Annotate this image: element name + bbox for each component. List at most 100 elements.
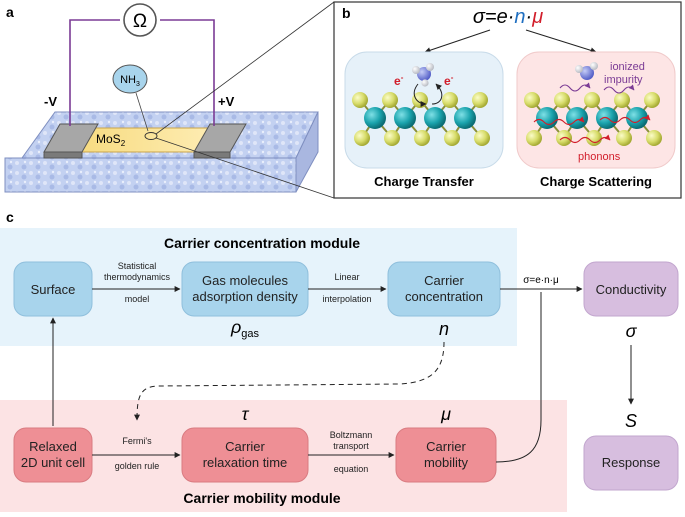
mobility-line2: mobility (424, 455, 469, 470)
molybdenum-atom (536, 107, 558, 129)
relaxed-line1: Relaxed (29, 439, 77, 454)
panel-a-label: a (6, 4, 14, 20)
relaxed-line2: 2D unit cell (21, 455, 85, 470)
sulfur-atom (644, 92, 660, 108)
panel-b-label: b (342, 5, 351, 21)
sigma-symbol: σ (626, 321, 638, 341)
stat-label-line3: model (125, 294, 150, 304)
conductivity-label: Conductivity (596, 282, 667, 297)
linear-label-line2: interpolation (322, 294, 371, 304)
ionized-label-line2: impurity (604, 74, 643, 86)
molybdenum-atom (626, 107, 648, 129)
molybdenum-atom (364, 107, 386, 129)
panel-a: a Ω NH3 MoS2 -V +V (4, 1, 335, 199)
fermi-line1: Fermi's (122, 436, 152, 446)
phonons-label: phonons (578, 151, 621, 163)
lattice-transfer (352, 92, 490, 146)
sulfur-atom (472, 92, 488, 108)
relaxation-line1: Carrier (225, 439, 265, 454)
s-symbol: S (625, 411, 637, 431)
linear-label-line1: Linear (334, 272, 359, 282)
ohmmeter (123, 3, 157, 37)
nh3-pointer (135, 92, 149, 132)
conductivity-box (583, 261, 679, 317)
n-symbol: n (439, 319, 449, 339)
relaxation-line2: relaxation time (203, 455, 288, 470)
concentration-module-title: Carrier concentration module (164, 235, 360, 251)
panel-c: c Carrier concentration module Carrier m… (0, 209, 679, 512)
formula-label: σ=e·n·μ (523, 275, 559, 286)
conductivity-formula: σ=e·n·μ (473, 6, 543, 28)
positive-voltage-label: +V (218, 94, 235, 109)
response-label: Response (602, 455, 661, 470)
sulfur-atom (352, 92, 368, 108)
sulfur-atom (554, 92, 570, 108)
electron-right-label: e- (444, 73, 454, 88)
arrow-to-scattering (525, 29, 597, 54)
sulfur-atom (614, 92, 630, 108)
negative-voltage-label: -V (44, 94, 57, 109)
rho-gas-symbol: ρgas (230, 317, 260, 340)
charge-scattering-title: Charge Scattering (540, 174, 652, 189)
wire-right (160, 19, 215, 126)
stat-label-line2: thermodynamics (104, 272, 171, 282)
carrier-mobility-box (395, 427, 497, 483)
sulfur-atom (354, 130, 370, 146)
wire-left (69, 19, 120, 126)
tau-symbol: τ (242, 404, 250, 424)
mu-symbol: μ (440, 404, 451, 424)
boltz-line1: Boltzmann (330, 430, 373, 440)
substrate-front-face (4, 157, 297, 193)
sulfur-atom (382, 92, 398, 108)
mos2-label: MoS2 (96, 132, 126, 148)
fermi-line2: golden rule (115, 461, 160, 471)
sulfur-atom (384, 130, 400, 146)
sulfur-atom (444, 130, 460, 146)
ohm-symbol: Ω (133, 11, 147, 32)
electron-transfer-arrow-left (413, 83, 427, 107)
electron-left-label: e- (394, 73, 404, 88)
charge-transfer-title: Charge Transfer (374, 174, 474, 189)
mobility-line1: Carrier (426, 439, 466, 454)
mobility-module-title: Carrier mobility module (183, 490, 340, 506)
impurity-wave-left (559, 82, 591, 92)
sulfur-atom (526, 130, 542, 146)
molybdenum-atom (566, 107, 588, 129)
boltz-line2: transport (333, 441, 369, 451)
sulfur-atom (474, 130, 490, 146)
sulfur-atom (646, 130, 662, 146)
zoom-line-bottom (155, 137, 335, 199)
dashed-feedback-arrow (134, 341, 445, 421)
phonon-wave-2 (599, 114, 651, 124)
carrier-concentration-line2: concentration (405, 289, 483, 304)
stat-label-line1: Statistical (118, 261, 157, 271)
sulfur-atom (584, 92, 600, 108)
ionized-label-line1: ionized (610, 61, 645, 73)
nh3-scattering-molecule (575, 62, 598, 80)
phonon-wave-1 (533, 116, 585, 126)
nh3-molecule (112, 64, 148, 94)
impurity-wave-right (603, 84, 635, 94)
adsorption-spot (144, 132, 158, 140)
mobility-to-formula-line (495, 292, 542, 463)
response-box (583, 435, 679, 491)
boltz-line3: equation (334, 464, 369, 474)
surface-label: Surface (31, 282, 76, 297)
sulfur-atom (524, 92, 540, 108)
molybdenum-atom (454, 107, 476, 129)
molybdenum-atom (424, 107, 446, 129)
electron-transfer-arrow-right (431, 83, 443, 105)
nh3-transfer-molecule (412, 63, 434, 87)
panel-c-label: c (6, 209, 14, 225)
phonon-wave-3 (559, 134, 611, 144)
sulfur-atom (616, 130, 632, 146)
arrow-to-transfer (424, 29, 491, 54)
substrate-side-face (295, 111, 319, 193)
sulfur-atom (414, 130, 430, 146)
sulfur-atom (442, 92, 458, 108)
gas-density-line2: adsorption density (192, 289, 298, 304)
gas-density-line1: Gas molecules (202, 273, 288, 288)
panel-b: b σ=e·n·μ e- e- ionized impurity (333, 1, 682, 199)
zoom-line-top (155, 1, 335, 135)
